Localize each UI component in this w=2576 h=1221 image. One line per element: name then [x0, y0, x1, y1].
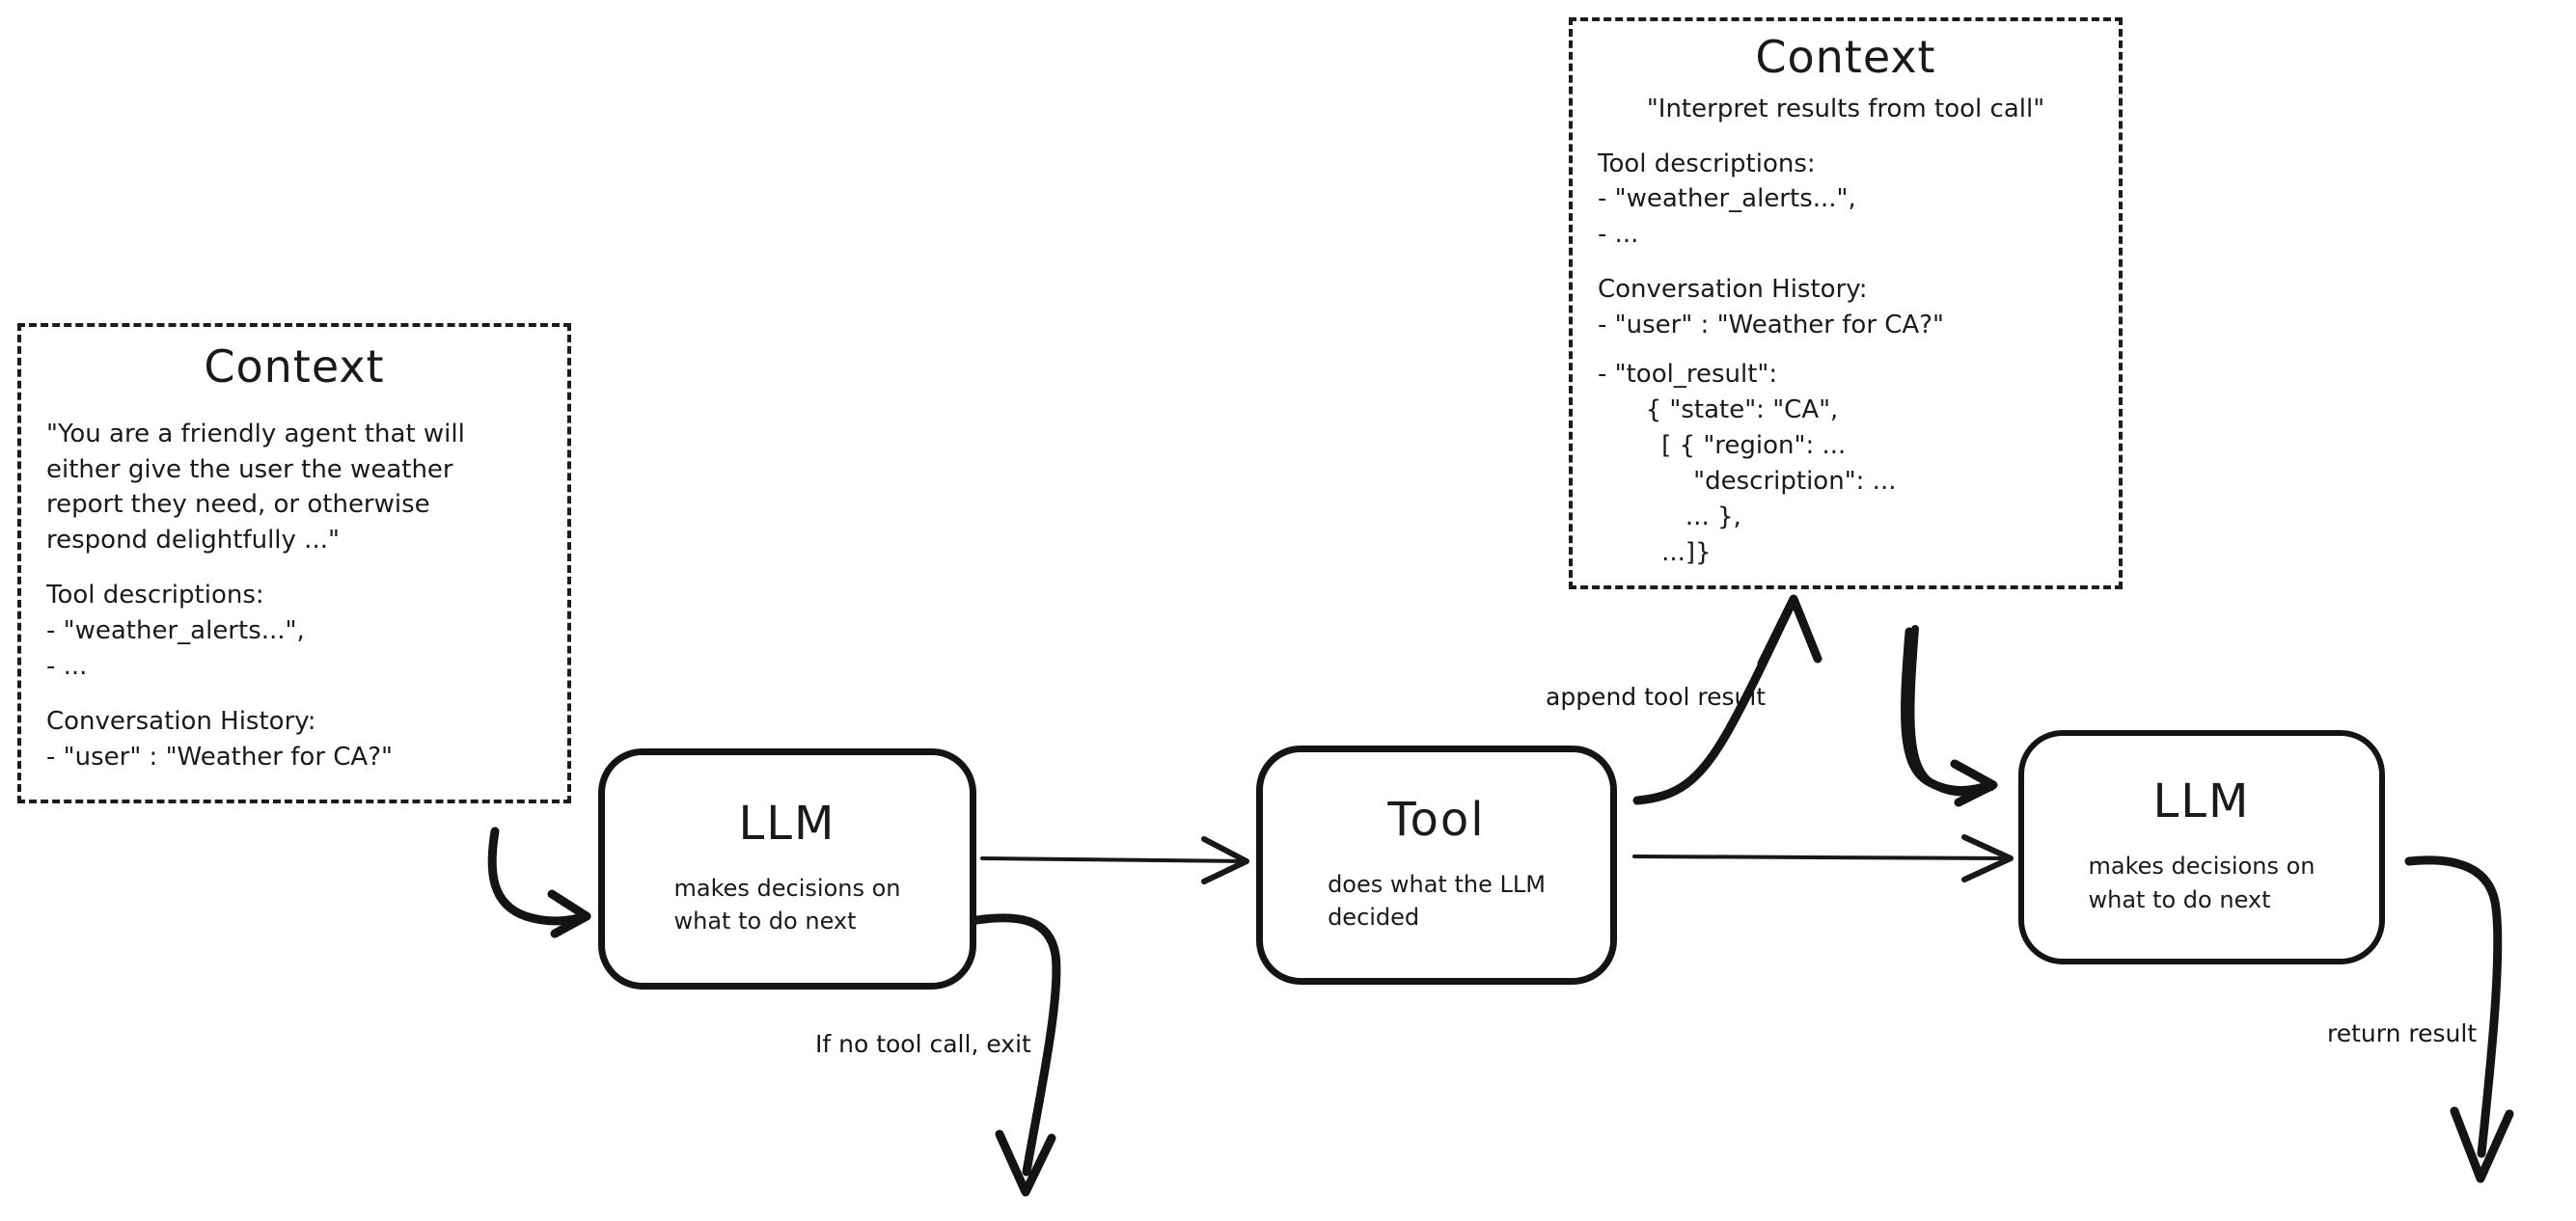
context-right-conversation-header: Conversation History: — [1598, 275, 1868, 305]
context-left-title: Context — [204, 340, 385, 393]
context-left-tool-descriptions-items: - "weather_alerts...", - ... — [46, 616, 305, 682]
context-left-conversation-items: - "user" : "Weather for CA?" — [46, 742, 393, 772]
context-left-tool-descriptions-header: Tool descriptions: — [46, 581, 264, 610]
node-llm-first-subtitle: makes decisions on what to do next — [673, 874, 901, 935]
node-llm-first-title: LLM — [738, 796, 836, 851]
context-right-tool-result-label: - "tool_result": — [1598, 360, 1778, 390]
node-tool[interactable]: Tool does what the LLM decided — [1256, 746, 1617, 985]
node-tool-title: Tool — [1387, 792, 1486, 847]
context-left-system-prompt: "You are a friendly agent that will eith… — [46, 419, 465, 556]
node-llm-second[interactable]: LLM makes decisions on what to do next — [2018, 730, 2385, 964]
node-tool-subtitle: does what the LLM decided — [1328, 870, 1546, 931]
context-right-tool-result-body: { "state": "CA", [ { "region": ... "desc… — [1645, 394, 1897, 567]
edge-tool-to-llm-second — [1632, 834, 2014, 882]
edge-label-append-tool-result: append tool result — [1546, 683, 1767, 711]
edge-llm-to-tool — [980, 836, 1249, 884]
context-right-title: Context — [1755, 31, 1936, 83]
edge-label-return-result: return result — [2327, 1019, 2478, 1047]
context-card-left: Context "You are a friendly agent that w… — [17, 323, 571, 803]
edge-context-to-llm-second — [1901, 625, 1998, 807]
node-llm-second-subtitle: makes decisions on what to do next — [2088, 853, 2316, 913]
node-llm-second-title: LLM — [2152, 774, 2251, 829]
context-right-conversation-items: - "user" : "Weather for CA?" — [1598, 311, 1944, 340]
edge-context-to-llm — [487, 827, 591, 938]
node-llm-first[interactable]: LLM makes decisions on what to do next — [598, 748, 976, 990]
context-right-tool-descriptions-items: - "weather_alerts...", - ... — [1598, 184, 1856, 250]
context-card-right: Context "Interpret results from tool cal… — [1569, 17, 2123, 589]
context-right-tool-descriptions-header: Tool descriptions: — [1598, 149, 1816, 178]
context-left-conversation-header: Conversation History: — [46, 706, 316, 736]
context-right-system-prompt: "Interpret results from tool call" — [1646, 94, 2045, 123]
edge-label-exit: If no tool call, exit — [815, 1030, 1031, 1058]
